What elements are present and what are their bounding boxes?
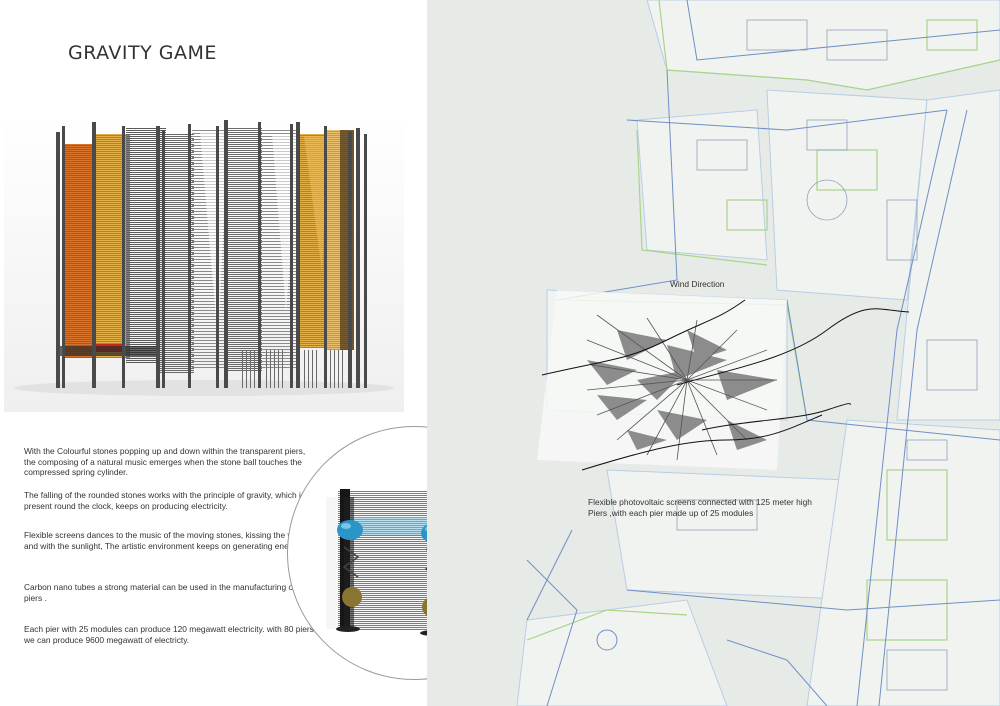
pier-installation-render [4, 112, 404, 412]
description-paragraph-2: The falling of the rounded stones works … [24, 490, 306, 511]
pv-screens-label: Flexible photovoltaic screens connected … [588, 497, 812, 518]
description-paragraph-1: With the Colourful stones popping up and… [24, 446, 306, 478]
description-paragraph-4: Carbon nano tubes a strong material can … [24, 582, 310, 603]
page-title: GRAVITY GAME [68, 42, 217, 64]
wind-direction-label: Wind Direction [670, 279, 725, 289]
site-map [427, 0, 1000, 706]
description-paragraph-5: Each pier with 25 modules can produce 12… [24, 624, 314, 645]
description-paragraph-3: Flexible screens dances to the music of … [24, 530, 305, 551]
